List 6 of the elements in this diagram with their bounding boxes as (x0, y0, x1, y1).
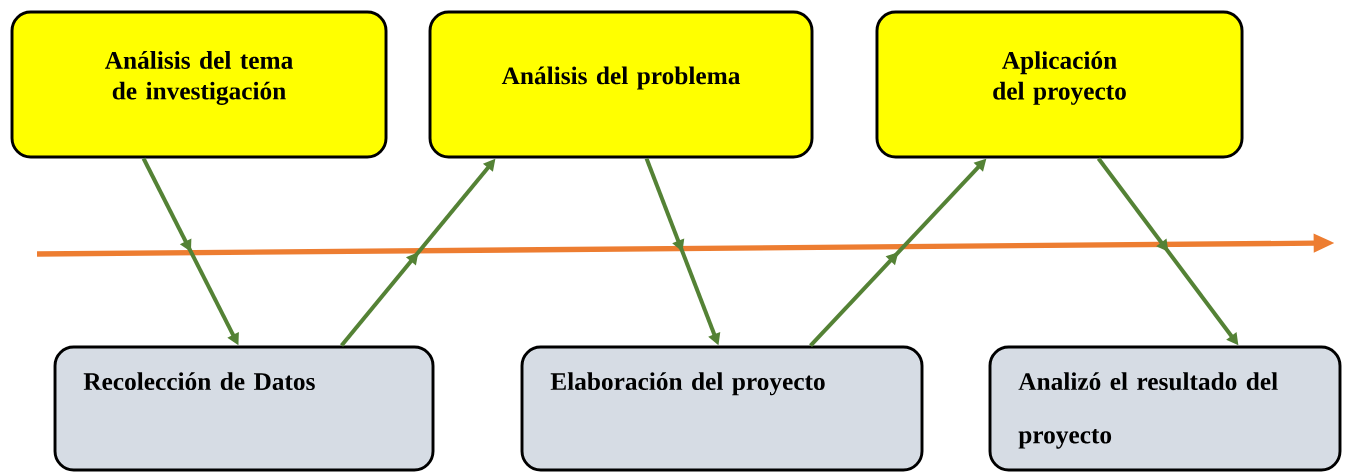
process-box: Análisis del tema de investigación (10, 10, 388, 159)
process-box: Analizó el resultado del proyecto (988, 345, 1342, 472)
process-box: Elaboración del proyecto (520, 345, 924, 472)
process-box: Aplicación del proyecto (875, 10, 1244, 159)
process-box: Recolección de Datos (53, 345, 435, 472)
process-box: Análisis del problema (428, 10, 814, 159)
